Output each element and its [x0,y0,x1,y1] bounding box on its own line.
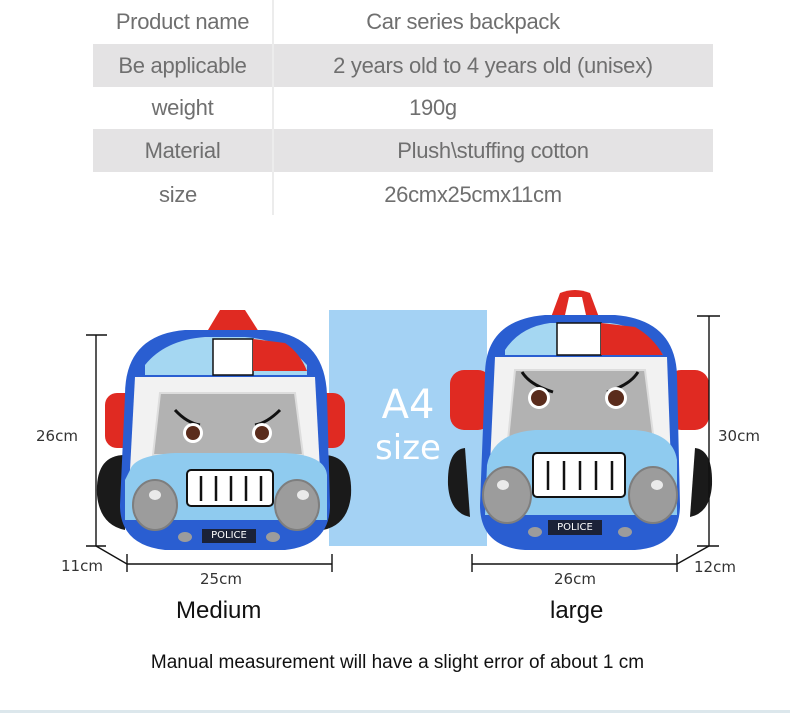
column-divider [272,0,274,215]
a4-size-label: size [375,428,441,468]
spec-label: weight [151,94,214,120]
medium-depth-label: 11cm [61,557,103,575]
police-plate-medium: POLICE [202,529,256,543]
spec-value: Car series backpack [366,8,560,34]
spec-row-product-name: Product name Car series backpack [93,0,713,43]
measurement-note: Manual measurement will have a slight er… [150,652,645,673]
medium-size-name: Medium [176,597,262,624]
medium-backpack-image [96,310,352,550]
medium-height-label: 26cm [36,427,78,445]
spec-value: 2 years old to 4 years old (unisex) [333,52,653,78]
large-backpack-image [447,290,713,550]
bottom-divider [0,710,790,713]
spec-row-size: size 26cmx25cmx11cm [93,173,713,216]
large-width-label: 26cm [554,570,596,588]
spec-row-weight: weight 190g [93,86,713,129]
large-depth-label: 12cm [694,558,736,576]
spec-label: Material [144,137,221,163]
medium-width-label: 25cm [200,570,242,588]
spec-value: Plush\stuffing cotton [397,137,589,163]
spec-row-material: Material Plush\stuffing cotton [93,129,713,172]
spec-value: 26cmx25cmx11cm [384,181,562,207]
spec-label: Be applicable [118,52,247,78]
spec-value: 190g [409,94,457,120]
a4-label: A4 [381,382,435,428]
spec-label: Product name [115,8,250,34]
spec-label: size [159,181,197,207]
police-plate-large: POLICE [548,520,602,535]
spec-row-be-applicable: Be applicable 2 years old to 4 years old… [93,44,713,87]
large-height-label: 30cm [718,427,760,445]
large-size-name: large [550,597,604,624]
